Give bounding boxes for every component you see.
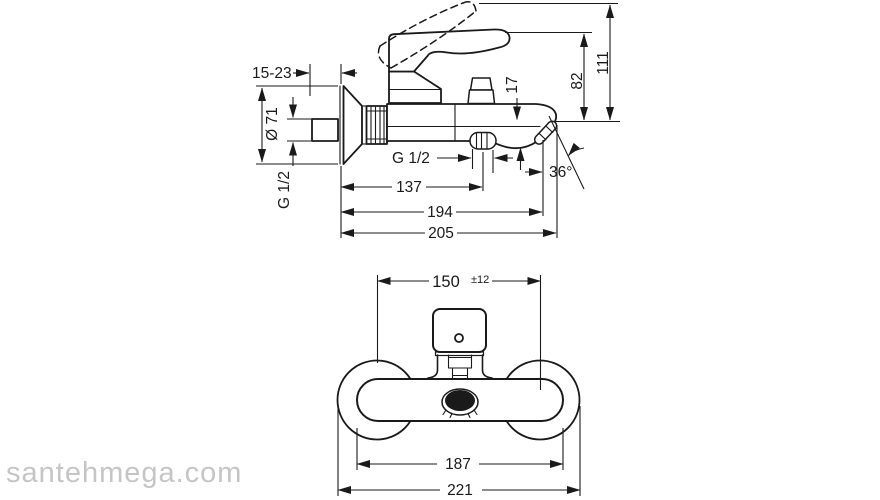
dim-spout-reach: 194 <box>427 204 453 221</box>
dim-spout-tip-height: 17 <box>504 76 521 93</box>
escutcheon <box>339 85 368 165</box>
wall-nipple <box>311 118 339 142</box>
front-view: 150 ±12 187 221 <box>336 273 581 499</box>
dim-outlet-angle: 36° <box>549 164 572 181</box>
connection-nut <box>365 105 388 145</box>
dim-max-height: 111 <box>595 51 612 75</box>
dim-handle-top-height: 82 <box>569 72 586 89</box>
dim-wall-distance: 15-23 <box>252 65 292 82</box>
dim-inlet-thread: G 1/2 <box>276 171 293 209</box>
dim-connection-tolerance: ±12 <box>471 274 489 286</box>
dim-overall-width: 221 <box>447 482 473 499</box>
outlet-oval <box>441 388 479 419</box>
handle-front <box>432 308 487 357</box>
shower-outlet <box>469 131 497 150</box>
cartridge-housing <box>388 70 442 104</box>
dim-body-width: 187 <box>445 456 471 473</box>
dim-total-reach: 205 <box>428 225 454 242</box>
dim-connection-distance: 150 <box>432 273 460 291</box>
dim-escutcheon-diameter: Ø 71 <box>264 107 281 141</box>
side-view: 15-23 Ø 71 G 1/2 17 36° G 1/2 <box>252 1 620 242</box>
diverter-knob <box>467 77 496 105</box>
angle-line <box>548 115 585 190</box>
dim-shower-outlet-thread: G 1/2 <box>392 150 430 167</box>
watermark: santehmega.com <box>6 457 242 489</box>
dim-shower-outlet-reach: 137 <box>396 179 422 196</box>
handle-lever <box>388 28 511 73</box>
aerator <box>533 120 558 145</box>
handle-raised-position <box>377 1 477 69</box>
handle-stem <box>427 354 493 379</box>
